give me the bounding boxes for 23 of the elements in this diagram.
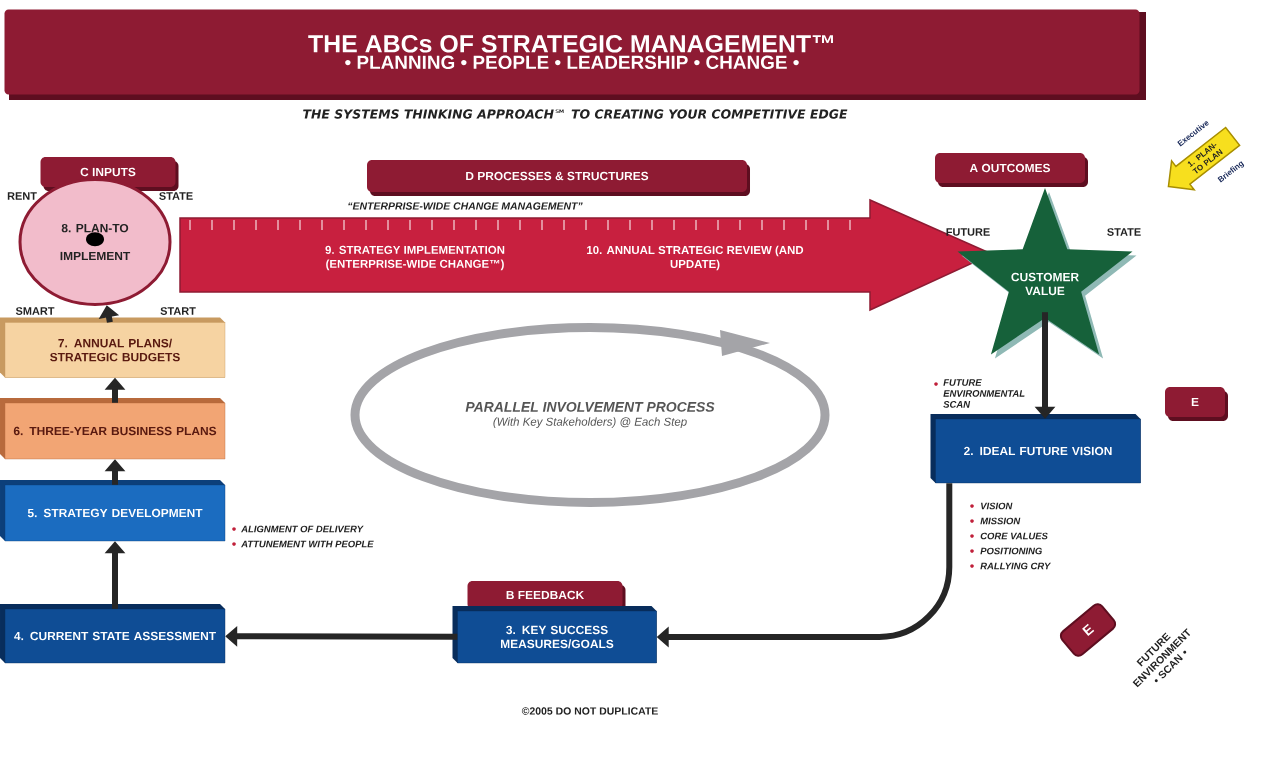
bullet-item: ATTUNEMENT WITH PEOPLE <box>232 540 374 548</box>
section-tab: D PROCESSES & STRUCTURES <box>367 160 750 196</box>
process-box: 2. IDEAL FUTURE VISION <box>930 414 1141 484</box>
feedback-tab: E <box>1059 603 1117 657</box>
subtitle: THE SYSTEMS THINKING APPROACH℠ TO CREATING YOUR COMPETITIVE EDGE <box>303 109 848 119</box>
title-banner: THE ABCs OF STRATEGIC MANAGEMENT™ • PLANNING • PEOPLE • LEADERSHIP • CHANGE • <box>4 9 1146 100</box>
bullet-item: VISION <box>970 502 1013 510</box>
bullet-item: RALLYING CRY <box>970 562 1052 570</box>
bullet-item: MISSION <box>970 517 1021 525</box>
section-tab: E <box>1165 387 1228 421</box>
copyright-note: ©2005 DO NOT DUPLICATE <box>521 707 658 715</box>
process-box: 7. ANNUAL PLANS/ STRATEGIC BUDGETS <box>0 317 226 378</box>
process-box: 3. KEY SUCCESS MEASURES/GOALS <box>452 606 657 664</box>
section-tab: A OUTCOMES <box>935 153 1088 187</box>
process-box: 6. THREE-YEAR BUSINESS PLANS <box>0 398 226 460</box>
band-caption: “ENTERPRISE-WIDE CHANGE MANAGEMENT” <box>348 202 583 210</box>
process-box: 5. STRATEGY DEVELOPMENT <box>0 480 226 542</box>
process-box: 4. CURRENT STATE ASSESSMENT <box>0 604 226 664</box>
bullet-item: CORE VALUES <box>970 532 1048 540</box>
side-label: SMART <box>15 307 55 315</box>
bullet-item: POSITIONING <box>970 547 1042 555</box>
bullet-note: FUTURE ENVIRONMENTAL SCAN <box>934 379 1025 408</box>
bullet-item: ALIGNMENT OF DELIVERY <box>232 525 364 533</box>
